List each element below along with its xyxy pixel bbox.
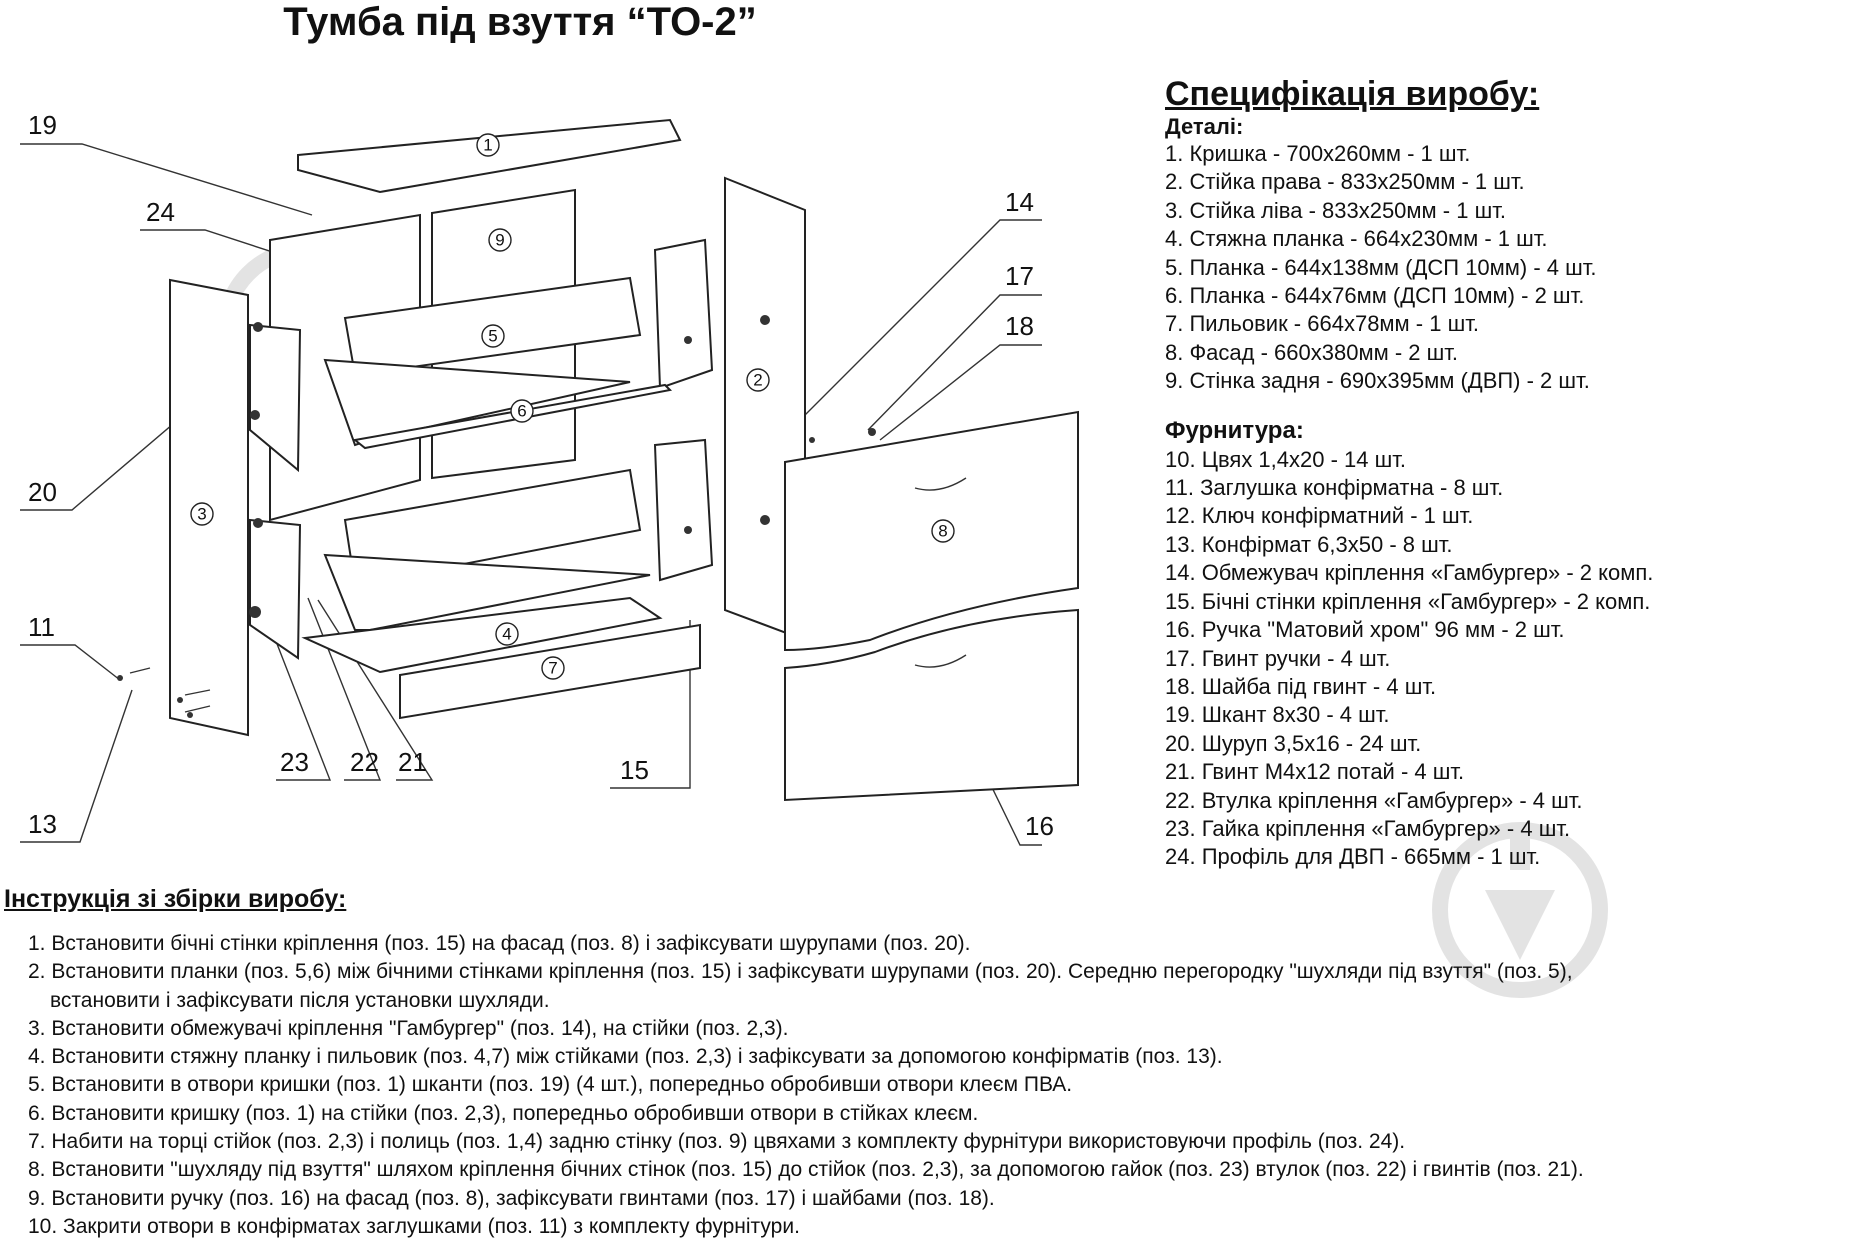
list-item: 19. Шкант 8х30 - 4 шт. — [1165, 702, 1390, 728]
list-item: 9. Стінка задня - 690х395мм (ДВП) - 2 шт… — [1165, 368, 1590, 394]
handle-part-16 — [914, 654, 967, 668]
facade-part-8 — [784, 608, 1079, 802]
list-item: 12. Ключ конфірматний - 1 шт. — [1165, 503, 1474, 529]
spec-heading: Специфікація виробу: — [1165, 75, 1540, 113]
position-1: 1 — [476, 133, 500, 157]
list-item: 22. Втулка кріплення «Гамбургер» - 4 шт. — [1165, 787, 1583, 813]
list-item: 14. Обмежувач кріплення «Гамбургер» - 2 … — [1165, 560, 1654, 586]
parts-heading: Деталі: — [1165, 114, 1244, 139]
list-item: 2. Встановити планки (поз. 5,6) між бічн… — [28, 960, 1573, 984]
callout-14: 14 — [1005, 187, 1034, 217]
position-9: 9 — [488, 228, 512, 252]
list-item: 18. Шайба під гвинт - 4 шт. — [1165, 673, 1437, 699]
bracket-part-15 — [653, 238, 714, 390]
list-item: 1. Встановити бічні стінки кріплення (по… — [28, 932, 971, 955]
position-5: 5 — [481, 324, 505, 348]
callout-20: 20 — [28, 477, 57, 507]
callout-17: 17 — [1005, 261, 1034, 291]
position-8: 8 — [931, 519, 955, 543]
svg-text:5: 5 — [488, 327, 497, 346]
svg-text:2: 2 — [753, 371, 762, 390]
list-item: 4. Стяжна планка - 664х230мм - 1 шт. — [1165, 226, 1548, 252]
list-item: 3. Встановити обмежувачі кріплення "Гамб… — [28, 1016, 789, 1040]
list-item: 16. Ручка "Матовий хром" 96 мм - 2 шт. — [1165, 617, 1565, 643]
list-item: 2. Стійка права - 833х250мм - 1 шт. — [1165, 169, 1525, 195]
instructions-list: 1. Встановити бічні стінки кріплення (по… — [28, 930, 1848, 1241]
list-item: 7. Пильовик - 664х78мм - 1 шт. — [1165, 311, 1479, 337]
list-item: 1. Кришка - 700х260мм - 1 шт. — [1165, 141, 1471, 166]
callout-13: 13 — [28, 809, 57, 839]
svg-text:7: 7 — [548, 659, 557, 678]
parts-list: 1. Кришка - 700х260мм - 1 шт. 2. Стійка … — [1165, 140, 1845, 396]
hardware-list: 10. Цвях 1,4х20 - 14 шт. 11. Заглушка ко… — [1165, 446, 1845, 872]
list-item: 13. Конфірмат 6,3х50 - 8 шт. — [1165, 531, 1453, 557]
instructions-heading: Інструкція зі збірки виробу: — [4, 885, 347, 913]
list-item: 15. Бічні стінки кріплення «Гамбургер» -… — [1165, 588, 1651, 614]
handle-part-16 — [914, 477, 967, 491]
tie-plate-part-4 — [301, 596, 663, 674]
bracket-part-15 — [653, 438, 714, 582]
position-2: 2 — [746, 368, 770, 392]
specification-panel: Специфікація виробу: Деталі: 1. Кришка -… — [1165, 74, 1845, 872]
position-4: 4 — [495, 622, 519, 646]
position-7: 7 — [541, 656, 565, 680]
callout-24: 24 — [146, 197, 175, 227]
callout-16: 16 — [1025, 811, 1054, 841]
list-item: 5. Встановити в отвори кришки (поз. 1) ш… — [28, 1073, 1073, 1097]
list-item: 24. Профіль для ДВП - 665мм - 1 шт. — [1165, 844, 1541, 870]
list-item: 9. Встановити ручку (поз. 16) на фасад (… — [28, 1186, 995, 1210]
position-6: 6 — [510, 399, 534, 423]
list-item: 6. Планка - 644х76мм (ДСП 10мм) - 2 шт. — [1165, 283, 1585, 309]
bracket-part-15 — [249, 518, 302, 660]
list-item: 20. Шуруп 3,5х16 - 24 шт. — [1165, 730, 1422, 756]
callout-19: 19 — [28, 110, 57, 140]
list-item: 8. Встановити "шухляду під взуття" шляхо… — [28, 1158, 1584, 1182]
list-item: 23. Гайка кріплення «Гамбургер» - 4 шт. — [1165, 815, 1571, 841]
bracket-part-15 — [249, 323, 302, 473]
watermark-icon — [1432, 822, 1608, 998]
callout-22: 22 — [350, 747, 379, 777]
list-item: 5. Планка - 644х138мм (ДСП 10мм) - 4 шт. — [1165, 254, 1597, 280]
svg-text:9: 9 — [495, 231, 504, 250]
list-item: 17. Гвинт ручки - 4 шт. — [1165, 645, 1391, 671]
callout-15: 15 — [620, 755, 649, 785]
page-title: Тумба під взуття “ТО-2” — [283, 0, 757, 44]
list-item: 21. Гвинт М4х12 потай - 4 шт. — [1165, 759, 1465, 785]
svg-text:6: 6 — [517, 402, 526, 421]
list-item: 8. Фасад - 660х380мм - 2 шт. — [1165, 339, 1459, 365]
svg-text:1: 1 — [483, 136, 492, 155]
callout-18: 18 — [1005, 311, 1034, 341]
callout-23: 23 — [280, 747, 309, 777]
callout-11: 11 — [28, 612, 55, 642]
svg-text:4: 4 — [502, 625, 511, 644]
list-item: 10. Цвях 1,4х20 - 14 шт. — [1165, 446, 1407, 472]
svg-text:3: 3 — [197, 505, 206, 524]
hardware-dots — [117, 315, 876, 718]
list-item: 6. Встановити кришку (поз. 1) на стійки … — [28, 1101, 979, 1125]
svg-text:8: 8 — [938, 522, 947, 541]
position-3: 3 — [190, 502, 214, 526]
list-item: 3. Стійка ліва - 833х250мм - 1 шт. — [1165, 197, 1506, 223]
list-item: 11. Заглушка конфірматна - 8 шт. — [1165, 475, 1504, 501]
list-item: 4. Встановити стяжну планку і пильовик (… — [28, 1045, 1223, 1069]
callout-21: 21 — [398, 747, 427, 777]
list-item: 7. Набити на торці стійок (поз. 2,3) і п… — [28, 1130, 1406, 1154]
leader-lines — [20, 143, 1042, 846]
list-item: встановити і зафіксувати після установки… — [50, 988, 550, 1012]
exploded-diagram: 19 24 20 11 13 23 22 21 15 14 17 18 16 1… — [20, 110, 1079, 846]
hardware-heading: Фурнитура: — [1165, 416, 1304, 444]
list-item: 10. Закрити отвори в конфірматах заглушк… — [28, 1214, 800, 1238]
